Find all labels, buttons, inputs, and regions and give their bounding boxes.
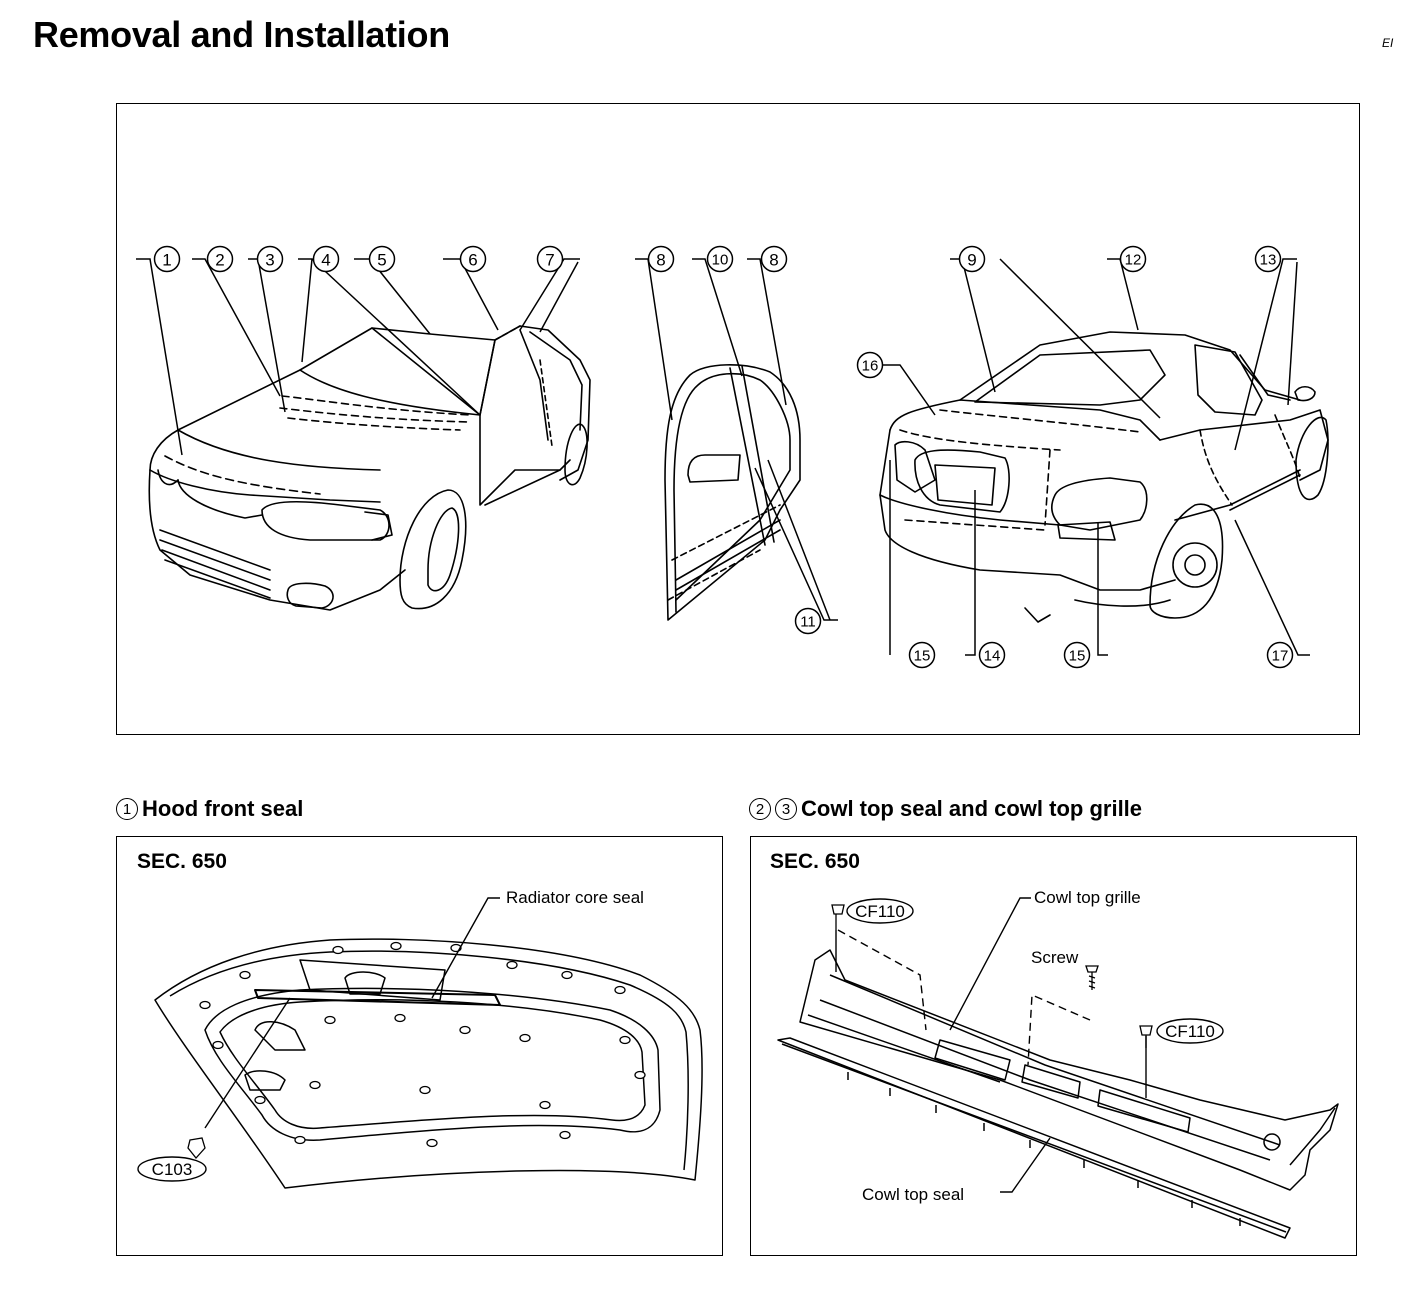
callout-15-left-text: 15: [914, 648, 931, 665]
callout-13: 13: [1254, 245, 1282, 273]
callout-4-text: 4: [321, 251, 330, 270]
callout-4: 4: [312, 245, 340, 273]
cf110-clip-right-icon: [1139, 1025, 1153, 1048]
cowl-top-grille-label: Cowl top grille: [1034, 888, 1141, 907]
hood-heading-number: 1: [116, 798, 138, 820]
callout-5: 5: [368, 245, 396, 273]
callout-8-left-text: 8: [656, 251, 665, 270]
callout-15-left: 15: [908, 641, 936, 669]
page-code: EI: [1382, 36, 1394, 50]
cf110-clip-left-icon: [831, 904, 845, 930]
callout-12-text: 12: [1125, 252, 1142, 269]
callout-16: 16: [856, 351, 884, 379]
callout-8-right-text: 8: [769, 251, 778, 270]
callout-6-text: 6: [468, 251, 477, 270]
cowl-heading-number-a: 2: [749, 798, 771, 820]
callout-11-text: 11: [800, 614, 816, 631]
cowl-panel-frame: [750, 836, 1357, 1256]
callout-13-text: 13: [1260, 252, 1277, 269]
callout-15-right: 15: [1063, 641, 1091, 669]
c103-text: C103: [152, 1160, 193, 1179]
door-illustration: [664, 364, 801, 621]
callout-1: 1: [153, 245, 181, 273]
cf110-left-text: CF110: [855, 902, 905, 921]
callout-3-text: 3: [265, 251, 274, 270]
cowl-heading-text: Cowl top seal and cowl top grille: [801, 796, 1143, 821]
callout-14: 14: [978, 641, 1006, 669]
callout-9-text: 9: [967, 251, 976, 270]
c103-label: C103: [137, 1156, 207, 1182]
hood-panel-frame: [116, 836, 723, 1256]
cf110-right-text: CF110: [1165, 1022, 1215, 1041]
hood-panel-section: SEC. 650: [137, 850, 227, 873]
callout-16-text: 16: [862, 358, 879, 375]
callout-10-text: 10: [712, 252, 729, 269]
callout-2-text: 2: [215, 251, 224, 270]
callout-6: 6: [459, 245, 487, 273]
callout-14-text: 14: [984, 648, 1001, 665]
callout-17: 17: [1266, 641, 1294, 669]
callout-10: 10: [706, 245, 734, 273]
callouts: 1 2 3 4 5 6 7 8 10 8 9 12 13 16 11 15 14…: [153, 245, 1294, 669]
page-title: Removal and Installation: [33, 14, 450, 55]
callout-2: 2: [206, 245, 234, 273]
callout-8-right: 8: [760, 245, 788, 273]
rear-car-illustration: [879, 331, 1329, 623]
callout-5-text: 5: [377, 251, 386, 270]
callout-12: 12: [1119, 245, 1147, 273]
screw-label: Screw: [1031, 948, 1079, 967]
cowl-panel-section: SEC. 650: [770, 850, 860, 873]
cf110-right-label: CF110: [1156, 1018, 1224, 1044]
hood-heading-text: Hood front seal: [142, 796, 304, 821]
overview-diagram-frame: [116, 103, 1360, 735]
cowl-heading-number-b: 3: [775, 798, 797, 820]
callout-7-text: 7: [545, 251, 554, 270]
callout-7: 7: [536, 245, 564, 273]
c103-clip-icon: [187, 1137, 206, 1160]
cf110-left-label: CF110: [846, 898, 914, 924]
callout-11: 11: [794, 607, 822, 635]
callout-9: 9: [958, 245, 986, 273]
callout-3: 3: [256, 245, 284, 273]
callout-15-right-text: 15: [1069, 648, 1086, 665]
callout-8-left: 8: [647, 245, 675, 273]
callout-1-text: 1: [162, 251, 171, 270]
callout-17-text: 17: [1272, 648, 1289, 665]
cowl-top-seal-label: Cowl top seal: [862, 1185, 965, 1204]
radiator-core-seal-label: Radiator core seal: [506, 888, 644, 907]
screw-icon: [1085, 965, 1099, 990]
front-car-illustration: [148, 325, 591, 611]
